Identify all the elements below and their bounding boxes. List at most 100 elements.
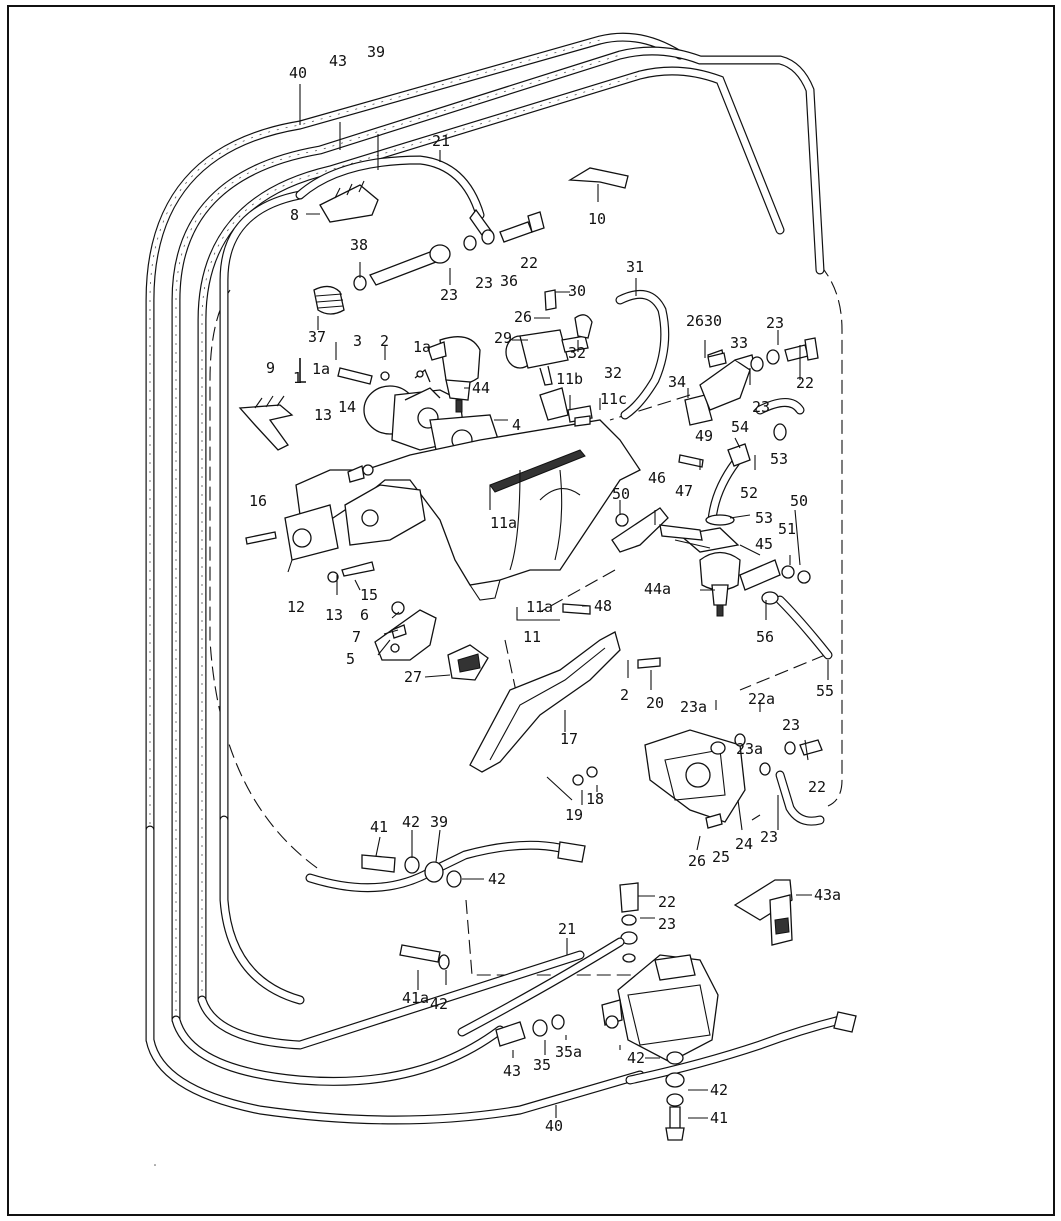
callout: 50 (612, 485, 630, 503)
callout: 30 (568, 282, 586, 300)
hose-21-top (295, 155, 493, 239)
callout: 33 (730, 334, 748, 352)
callout: 11a (490, 514, 517, 532)
callout: 35 (533, 1056, 551, 1074)
callout: 21 (432, 132, 450, 150)
clamp-32 (574, 314, 593, 339)
callout: 32 (568, 344, 586, 362)
callout: 5 (346, 650, 355, 668)
callout: 43a (814, 886, 841, 904)
callout: 12 (287, 598, 305, 616)
callout: 11b (556, 370, 583, 388)
pump-24 (644, 729, 825, 829)
bracket-9 (238, 395, 294, 451)
callout: 41a (402, 989, 429, 1007)
fuel-line-43 (171, 46, 825, 1086)
callout: 42 (710, 1081, 728, 1099)
callout: 8 (290, 206, 299, 224)
callout: 23a (680, 698, 707, 716)
callout: 13 (325, 606, 343, 624)
callout: 54 (731, 418, 749, 436)
support-17 (469, 631, 621, 786)
block-27 (447, 644, 489, 681)
callout: 7 (352, 628, 361, 646)
callout: 50 (790, 492, 808, 510)
callout: 2 (380, 332, 389, 350)
callout: 40 (289, 64, 307, 82)
hose-39-lower (305, 840, 586, 893)
device-29 (505, 329, 589, 386)
callout: 30 (704, 312, 722, 330)
filter-housing (601, 954, 719, 1063)
callout: 23a (736, 740, 763, 758)
hose-52 (705, 398, 805, 526)
bracket-46 (611, 507, 711, 553)
callout: 20 (646, 694, 664, 712)
filter-43a (733, 879, 793, 946)
callout: 34 (668, 373, 686, 391)
callout: 42 (430, 995, 448, 1013)
callout-labels: 40 43 39 21 8 10 38 22 23 23 36 37 3 2 3… (249, 43, 841, 1135)
fuel-line-inner (219, 190, 305, 1005)
callout: 17 (560, 730, 578, 748)
callout: 23 (475, 274, 493, 292)
callout: 41 (370, 818, 388, 836)
callout: 11c (600, 390, 627, 408)
callout: 51 (778, 520, 796, 538)
callout: 41 (710, 1109, 728, 1127)
callout: 22a (748, 690, 775, 708)
bracket-45 (615, 513, 811, 591)
damper-44a (678, 527, 741, 617)
callout: 25 (712, 848, 730, 866)
callout: 26 (688, 852, 706, 870)
fuel-line-39 (197, 66, 785, 1050)
callout: 43 (329, 52, 347, 70)
regulator-44 (427, 336, 481, 413)
callout: 43 (503, 1062, 521, 1080)
callout: 55 (816, 682, 834, 700)
callout: 23 (752, 398, 770, 416)
callout: 18 (586, 790, 604, 808)
callout: 38 (350, 236, 368, 254)
callout: 11 (523, 628, 541, 646)
callout: 22 (658, 893, 676, 911)
intake-manifold (295, 419, 641, 601)
callout: 56 (756, 628, 774, 646)
callout: 35a (555, 1043, 582, 1061)
bracket-10 (567, 167, 629, 189)
callout: 36 (500, 272, 518, 290)
flange-12 (284, 484, 426, 561)
callout: 39 (430, 813, 448, 831)
callout: 39 (367, 43, 385, 61)
callout: 22 (520, 254, 538, 272)
callout: 48 (594, 597, 612, 615)
speck (154, 1164, 156, 1166)
callout: 23 (760, 828, 778, 846)
small-bolts (245, 289, 727, 669)
callout: 37 (308, 328, 326, 346)
callout: 11a (526, 598, 553, 616)
callout: 15 (360, 586, 378, 604)
callout: 24 (735, 835, 753, 853)
callout: 19 (565, 806, 583, 824)
callout: 49 (695, 427, 713, 445)
fuel-line-40 (145, 32, 685, 1125)
callout: 9 (266, 359, 275, 377)
callout: 14 (338, 398, 356, 416)
callout: 29 (494, 329, 512, 347)
diagram-frame (7, 5, 1055, 1216)
callout: 42 (627, 1049, 645, 1067)
callout: 4 (512, 416, 521, 434)
callout: 23 (766, 314, 784, 332)
outlet-hose (495, 1011, 857, 1141)
callout: 45 (755, 535, 773, 553)
valve-34 (684, 337, 819, 426)
callout: 23 (658, 915, 676, 933)
callout: 3 (353, 332, 362, 350)
callout: 46 (648, 469, 666, 487)
dashed-lines (209, 264, 843, 976)
callout: 52 (740, 484, 758, 502)
callout: 47 (675, 482, 693, 500)
callout: 42 (488, 870, 506, 888)
